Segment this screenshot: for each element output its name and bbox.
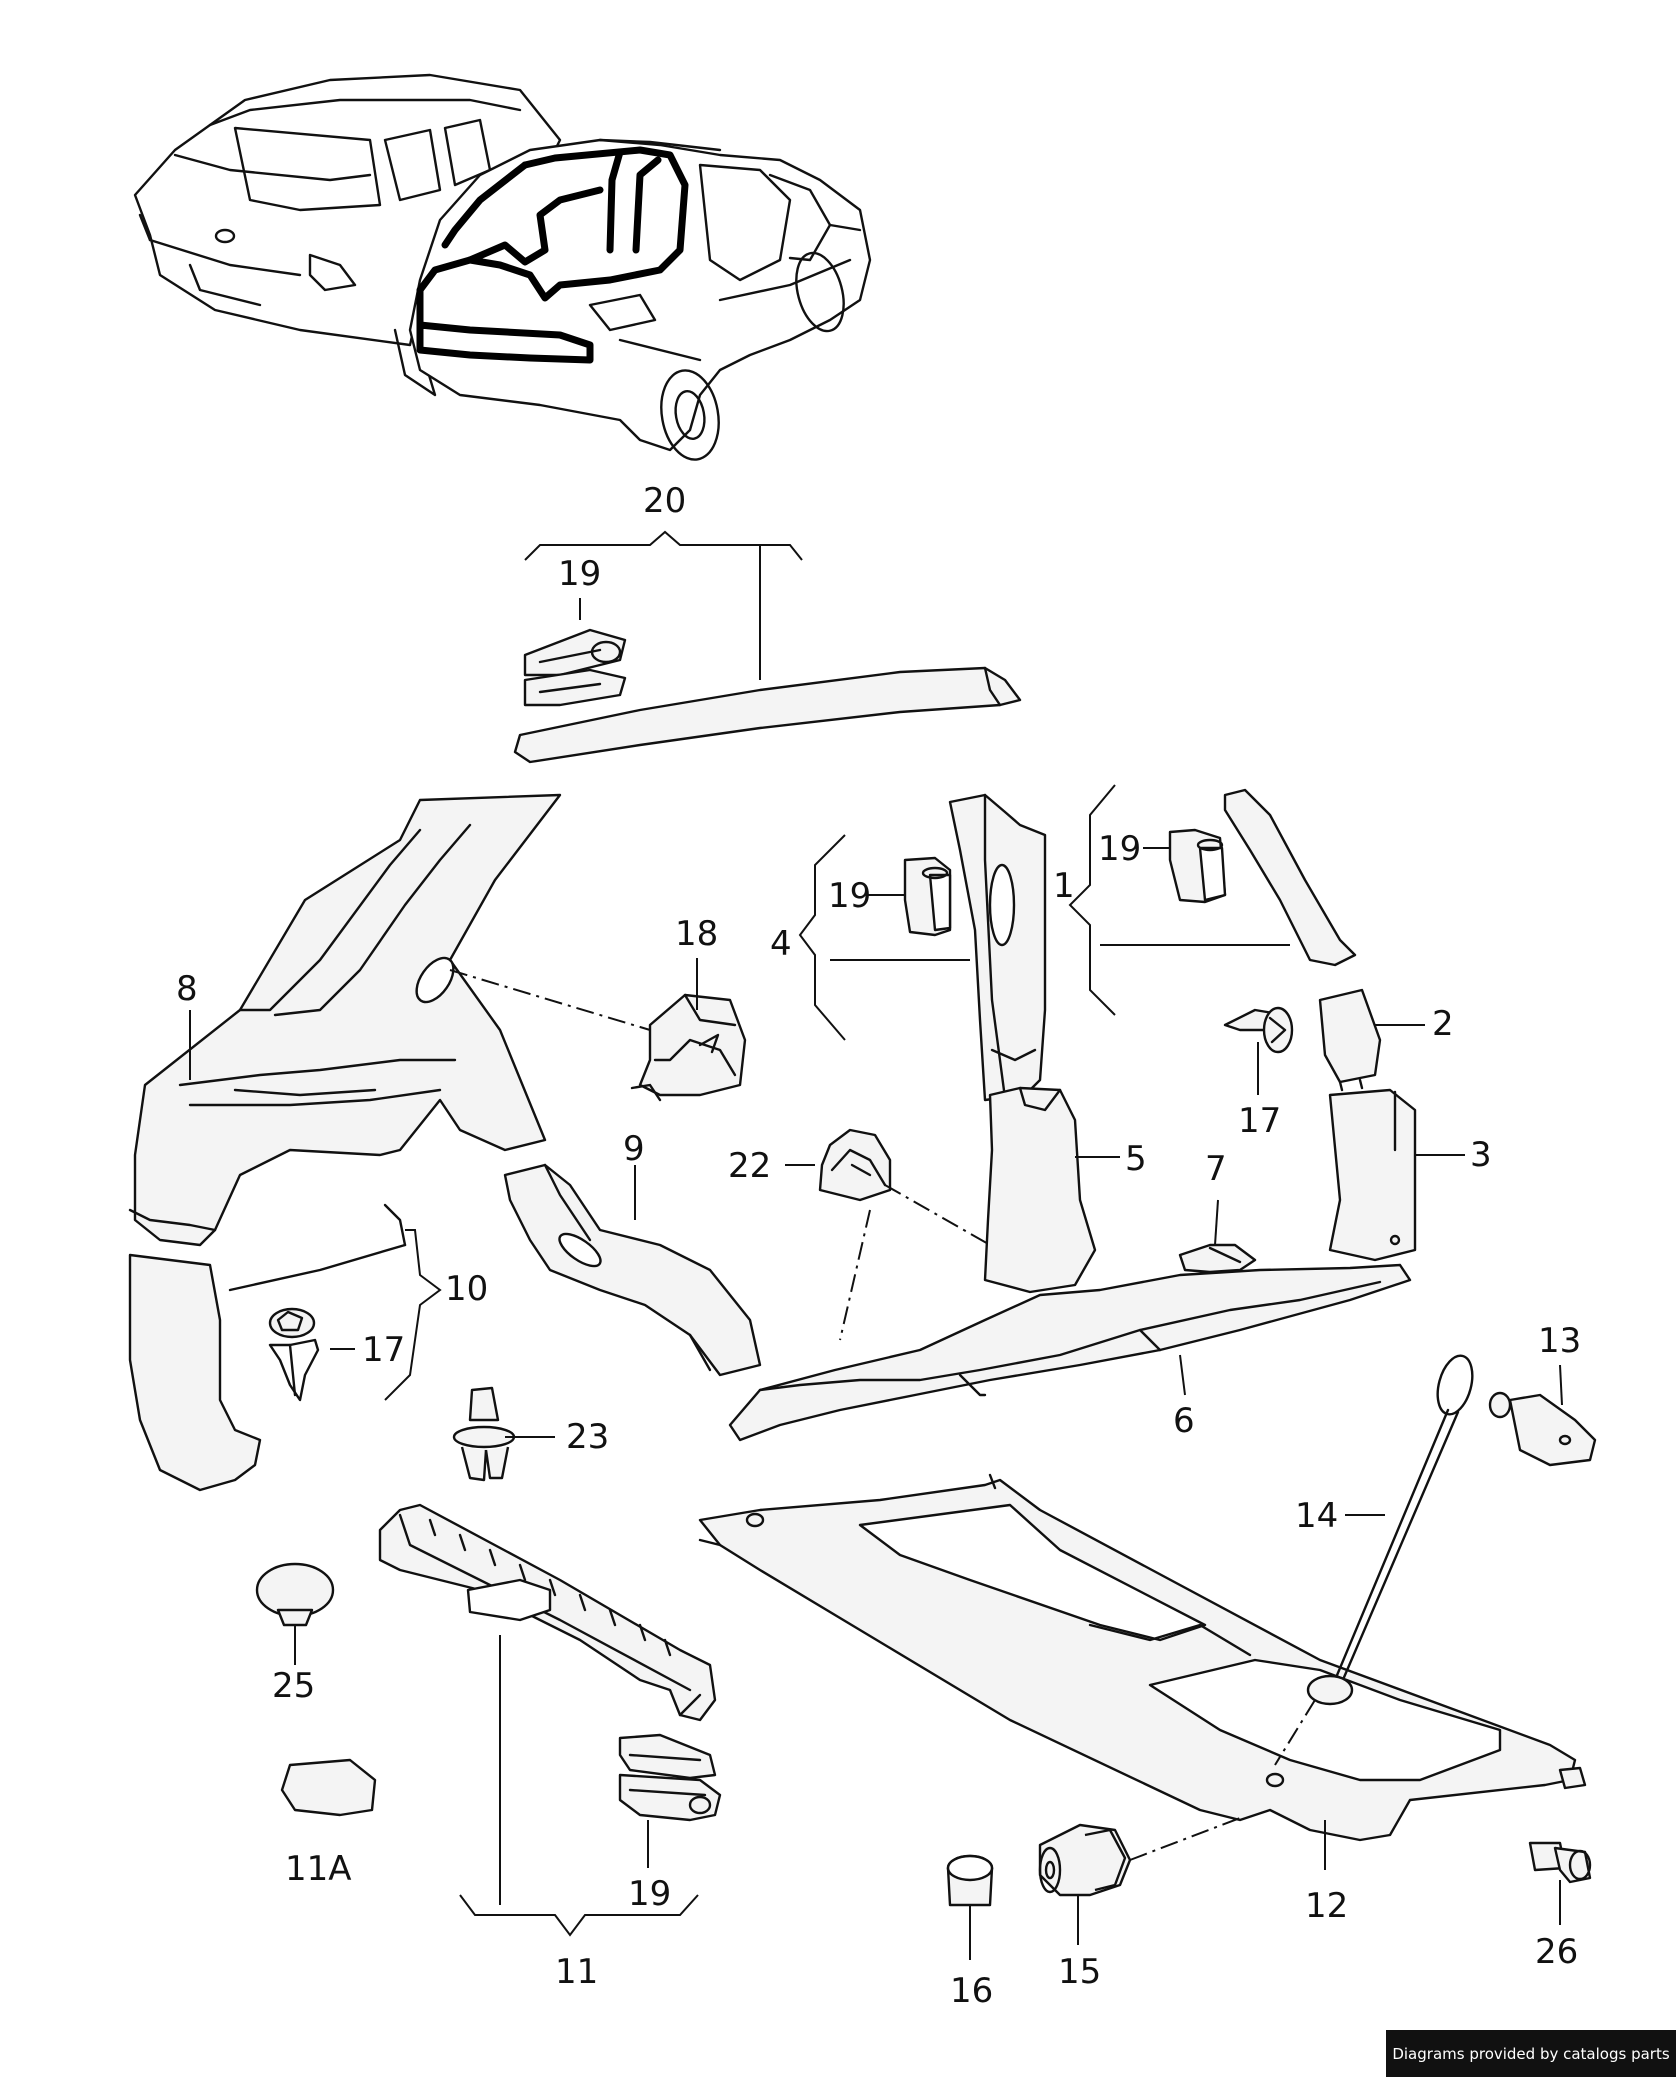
part-19-clip-mid-right <box>1168 828 1227 904</box>
part-5-pillar-base <box>983 1086 1097 1294</box>
callout-4: 4 <box>770 924 792 964</box>
part-9-wheel-arch-trim <box>503 1163 762 1377</box>
callout-13: 13 <box>1538 1321 1581 1361</box>
callout-6: 6 <box>1173 1401 1195 1441</box>
part-12-parcel-shelf <box>698 1473 1587 1842</box>
callout-8: 8 <box>176 969 198 1009</box>
part-16-grommet <box>946 1854 994 1907</box>
part-23-push-clip <box>452 1386 516 1482</box>
callout-7: 7 <box>1205 1149 1227 1189</box>
callout-25: 25 <box>272 1666 315 1706</box>
door-seal-highlight <box>416 146 689 364</box>
callout-19-bottom: 19 <box>628 1874 671 1914</box>
callout-17-right: 17 <box>1238 1101 1281 1141</box>
part-22-bracket <box>818 1128 892 1202</box>
callout-14: 14 <box>1295 1496 1338 1536</box>
part-8-quarter-panel <box>128 793 562 1247</box>
part-17-clip-left <box>268 1307 320 1402</box>
part-19-clip-top <box>523 628 627 707</box>
callout-10: 10 <box>445 1269 488 1309</box>
callout-5: 5 <box>1125 1139 1147 1179</box>
callout-labels: 1 2 3 4 5 6 7 8 9 10 11 11A 12 13 14 15 … <box>176 481 1581 2011</box>
part-26-pin <box>1528 1841 1592 1884</box>
callout-15: 15 <box>1058 1952 1101 1992</box>
part-13-hook <box>1488 1391 1597 1467</box>
callout-2: 2 <box>1432 1004 1454 1044</box>
callout-3: 3 <box>1470 1135 1492 1175</box>
part-14-strap <box>1306 1354 1474 1706</box>
callout-1: 1 <box>1053 866 1075 906</box>
part-1-pillar-trim <box>1223 788 1357 967</box>
part-19-clip-mid-left <box>903 856 952 937</box>
callout-11a: 11A <box>285 1849 352 1889</box>
callout-20: 20 <box>643 481 686 521</box>
part-17-clip-right <box>1223 1006 1294 1054</box>
car-illustration <box>133 73 872 461</box>
callout-19-mid-right: 19 <box>1098 829 1141 869</box>
callout-12: 12 <box>1305 1886 1348 1926</box>
part-11-load-sill-trim <box>378 1503 717 1722</box>
callout-26: 26 <box>1535 1932 1578 1972</box>
part-10-lower-trim <box>128 1203 442 1492</box>
part-18-bracket <box>630 993 747 1102</box>
callout-11: 11 <box>555 1952 598 1992</box>
callout-16: 16 <box>950 1971 993 2011</box>
callout-23: 23 <box>566 1417 609 1457</box>
callout-19-top: 19 <box>558 554 601 594</box>
callout-17-left: 17 <box>362 1330 405 1370</box>
part-7-cap <box>1178 1243 1257 1274</box>
part-11a-cover <box>280 1758 377 1817</box>
part-15-bumper <box>1038 1823 1132 1897</box>
part-25-plug <box>255 1562 335 1627</box>
part-20-trim-strip <box>513 530 1022 764</box>
part-4-pillar-trim <box>948 793 1047 1102</box>
part-3-trim-piece <box>1328 1088 1417 1262</box>
leader-lines <box>189 784 1563 1960</box>
callout-22: 22 <box>728 1146 771 1186</box>
part-6-sill-trim <box>728 1263 1412 1442</box>
part-2-trim-piece <box>1318 988 1382 1092</box>
callout-18: 18 <box>675 914 718 954</box>
footer-credit: Diagrams provided by catalogs parts <box>1386 2030 1676 2077</box>
callout-19-mid-left: 19 <box>828 876 871 916</box>
callout-9: 9 <box>623 1129 645 1169</box>
part-19-clip-bottom <box>618 1733 722 1822</box>
